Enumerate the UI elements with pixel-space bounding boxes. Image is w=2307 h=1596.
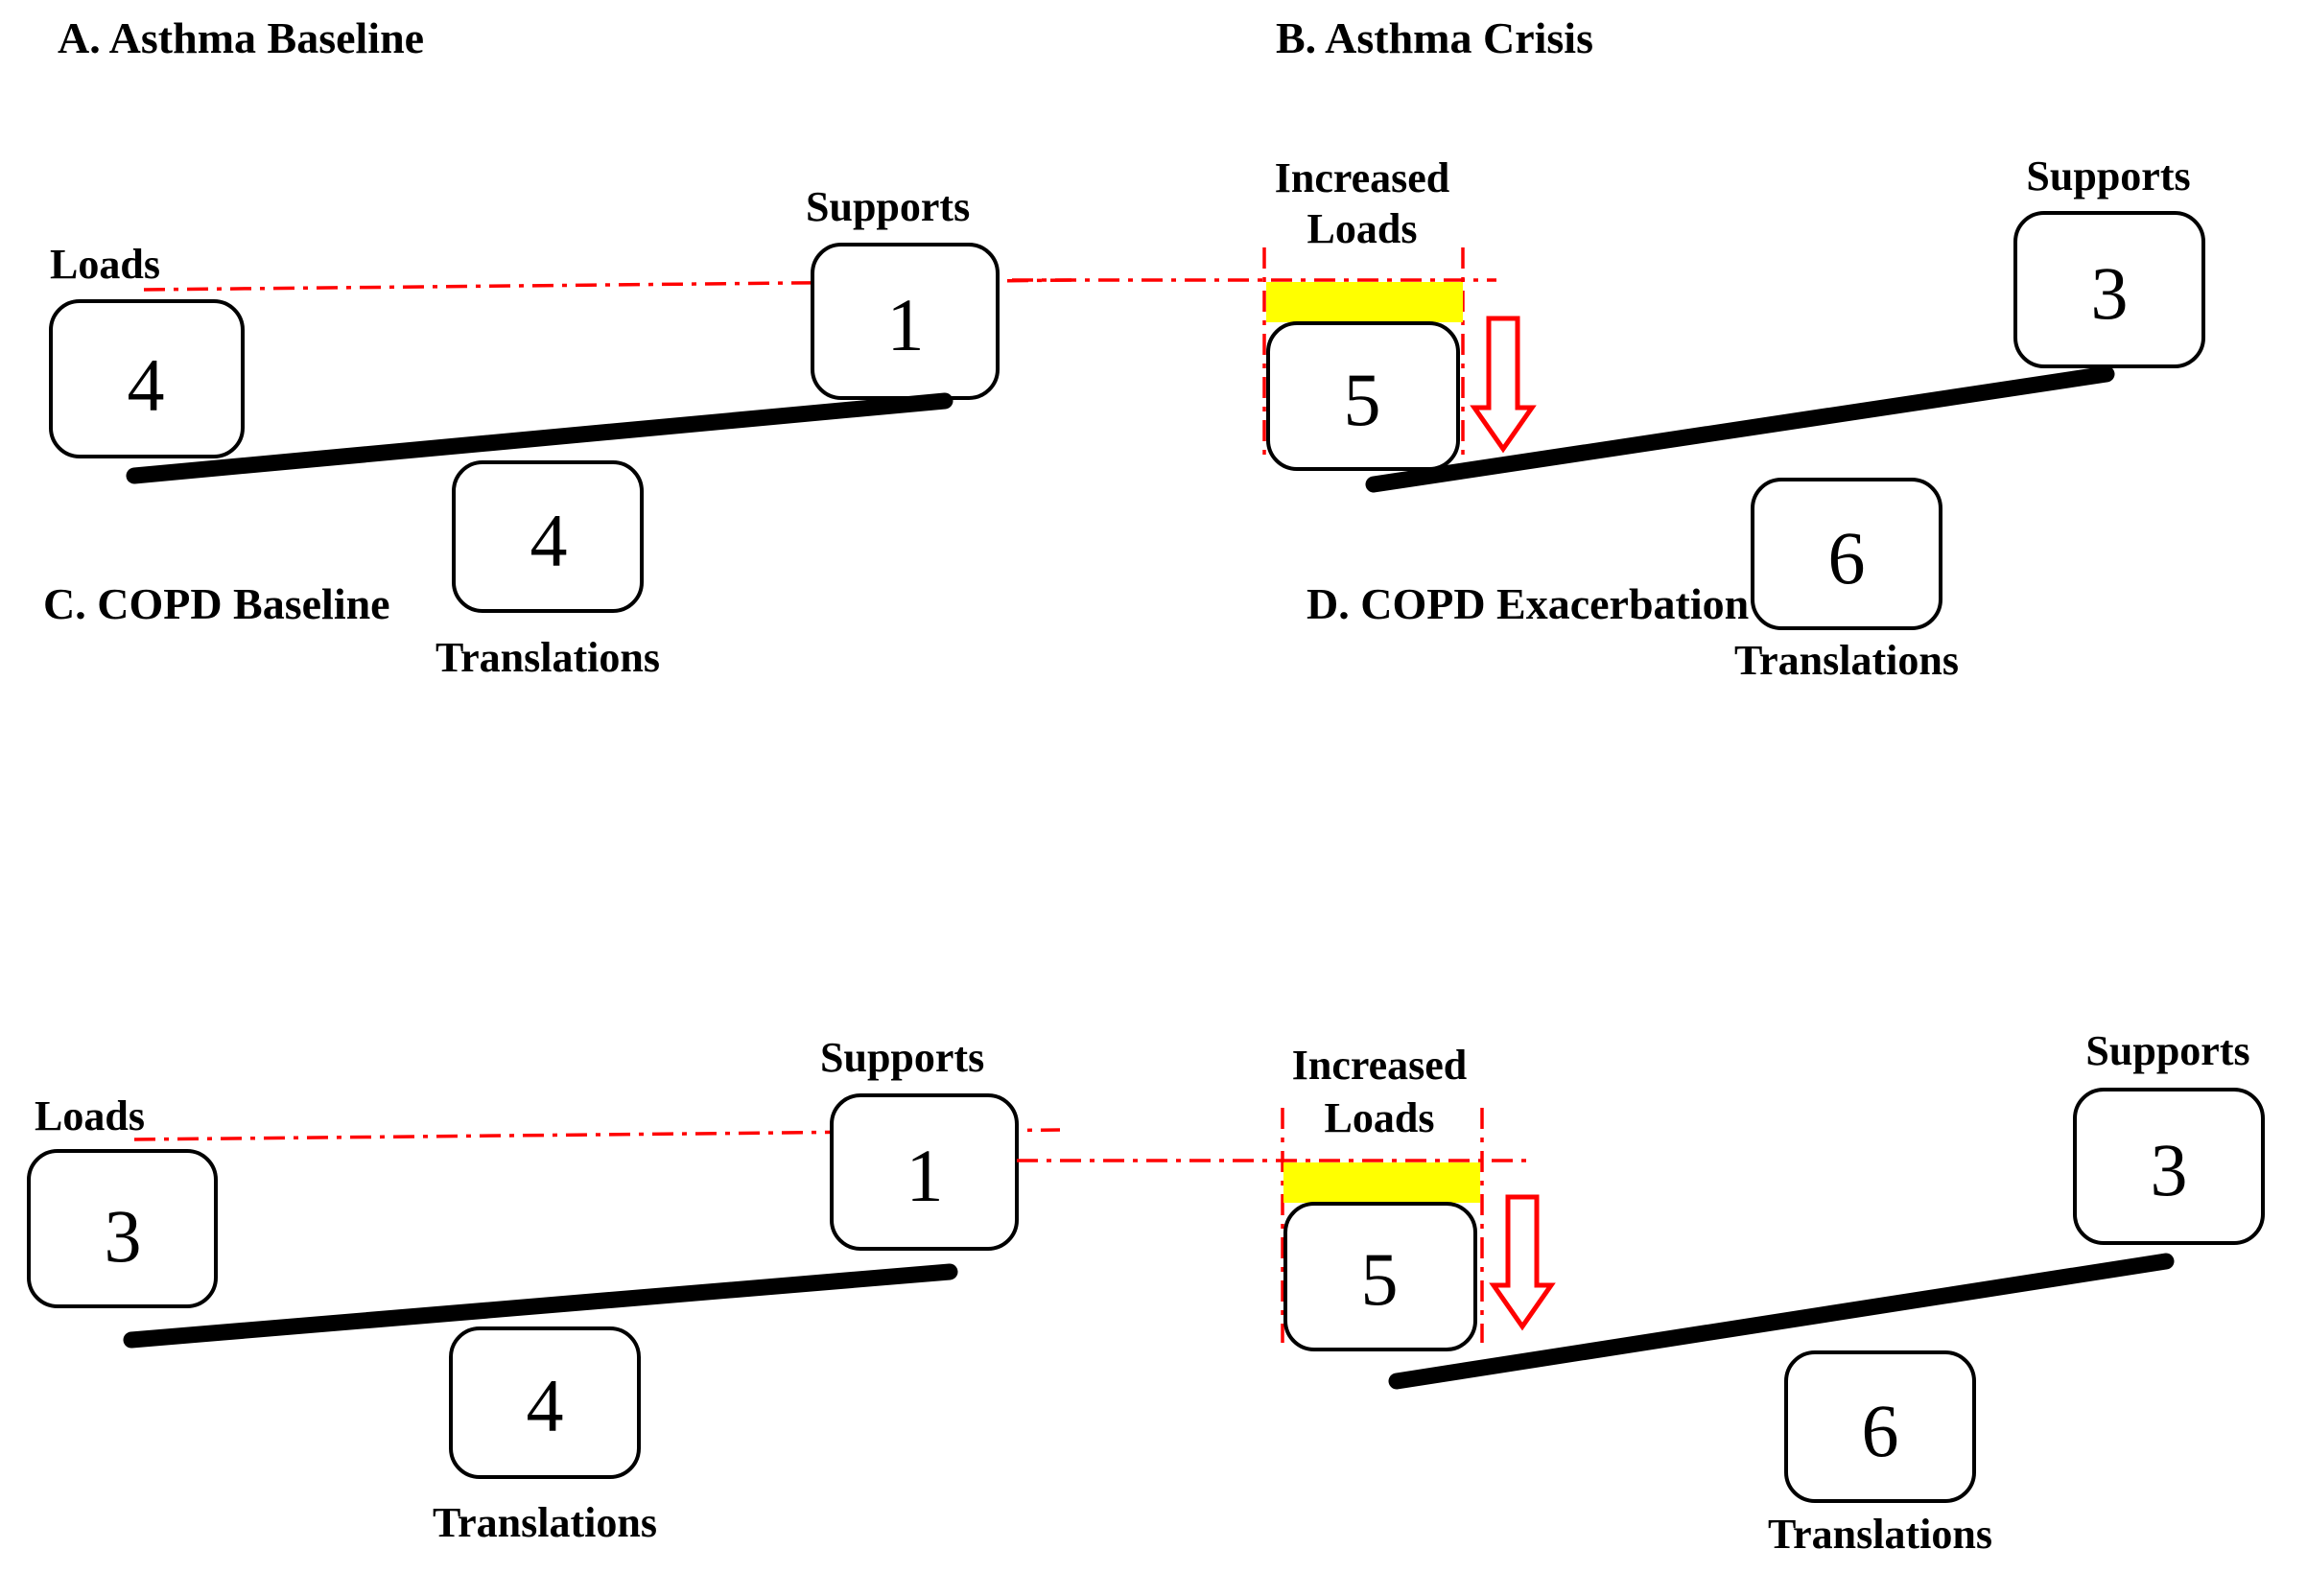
panel-b-loads-label-line1: Increased [1275, 154, 1450, 201]
panel-c-beam [123, 1263, 958, 1349]
panel-a-translations-box [452, 460, 644, 613]
panel-a-title: A. Asthma Baseline [58, 13, 424, 62]
panel-c-loads-label: Loads [35, 1092, 145, 1139]
panel-d-supports-label: Supports [2085, 1027, 2249, 1074]
panel-c-title: C. COPD Baseline [43, 579, 390, 628]
panel-a-translations-value: 4 [530, 499, 568, 582]
panel-c-supports-value: 1 [906, 1134, 944, 1217]
panel-d-loads-label-line1: Increased [1292, 1042, 1468, 1089]
panel-b-loads-value: 5 [1344, 358, 1381, 441]
panel-b-supports-box [2013, 211, 2205, 368]
panel-d-loads-value: 5 [1361, 1237, 1399, 1321]
panel-d-supports-value: 3 [2151, 1128, 2188, 1211]
panel-d-title: D. COPD Exacerbation [1307, 579, 1749, 628]
panel-a-translations-label: Translations [436, 634, 660, 681]
panel-a-loads-value: 4 [128, 343, 165, 427]
panel-d-loads-label-line2: Loads [1325, 1094, 1435, 1141]
panel-a-loads-label: Loads [50, 241, 160, 288]
panel-d: D. COPD Exacerbation Increased Loads 5 S… [1017, 579, 2265, 1558]
panel-b-translations-value: 6 [1828, 516, 1866, 599]
panel-b-increased-load-highlight [1266, 282, 1463, 322]
panel-c-translations-value: 4 [527, 1364, 564, 1447]
panel-d-increased-load-highlight [1283, 1162, 1480, 1203]
panel-c-translations-box [449, 1326, 641, 1479]
panel-d-loads-box [1283, 1202, 1477, 1351]
panel-d-translations-box [1784, 1350, 1976, 1503]
panel-d-translations-label: Translations [1768, 1511, 1992, 1558]
panel-b-title: B. Asthma Crisis [1276, 13, 1593, 62]
panel-b: B. Asthma Crisis Increased Loads 5 Suppo… [1012, 13, 2205, 684]
panel-b-translations-label: Translations [1734, 637, 1959, 684]
panel-a-reference-line [143, 278, 1075, 292]
panel-a-supports-value: 1 [887, 283, 925, 366]
panel-c: C. COPD Baseline Loads 3 Supports 1 4 Tr… [27, 579, 1061, 1546]
panel-b-beam [1365, 365, 2115, 493]
panel-a-loads-box [49, 299, 245, 458]
panel-c-loads-box [27, 1149, 218, 1308]
panel-c-supports-label: Supports [820, 1034, 984, 1081]
panel-c-supports-box [830, 1093, 1019, 1251]
panel-c-loads-value: 3 [105, 1194, 142, 1278]
panel-b-translations-box [1751, 478, 1942, 630]
panel-b-supports-label: Supports [2026, 153, 2190, 200]
panel-b-loads-box [1266, 321, 1460, 471]
panel-d-increase-arrow-icon [1489, 1194, 1556, 1331]
panel-d-translations-value: 6 [1862, 1389, 1899, 1472]
panel-d-beam [1388, 1253, 2175, 1390]
panel-b-increase-arrow-icon [1470, 316, 1537, 454]
panel-c-translations-label: Translations [433, 1499, 657, 1546]
panel-c-reference-line [133, 1128, 1061, 1141]
panel-a-beam [126, 392, 953, 484]
panel-a-supports-label: Supports [806, 183, 970, 230]
panel-b-loads-label-line2: Loads [1307, 205, 1418, 252]
panel-d-supports-box [2073, 1088, 2265, 1245]
panel-b-supports-value: 3 [2091, 251, 2129, 335]
panel-a: A. Asthma Baseline Loads 4 Supports 1 4 … [49, 13, 1075, 681]
